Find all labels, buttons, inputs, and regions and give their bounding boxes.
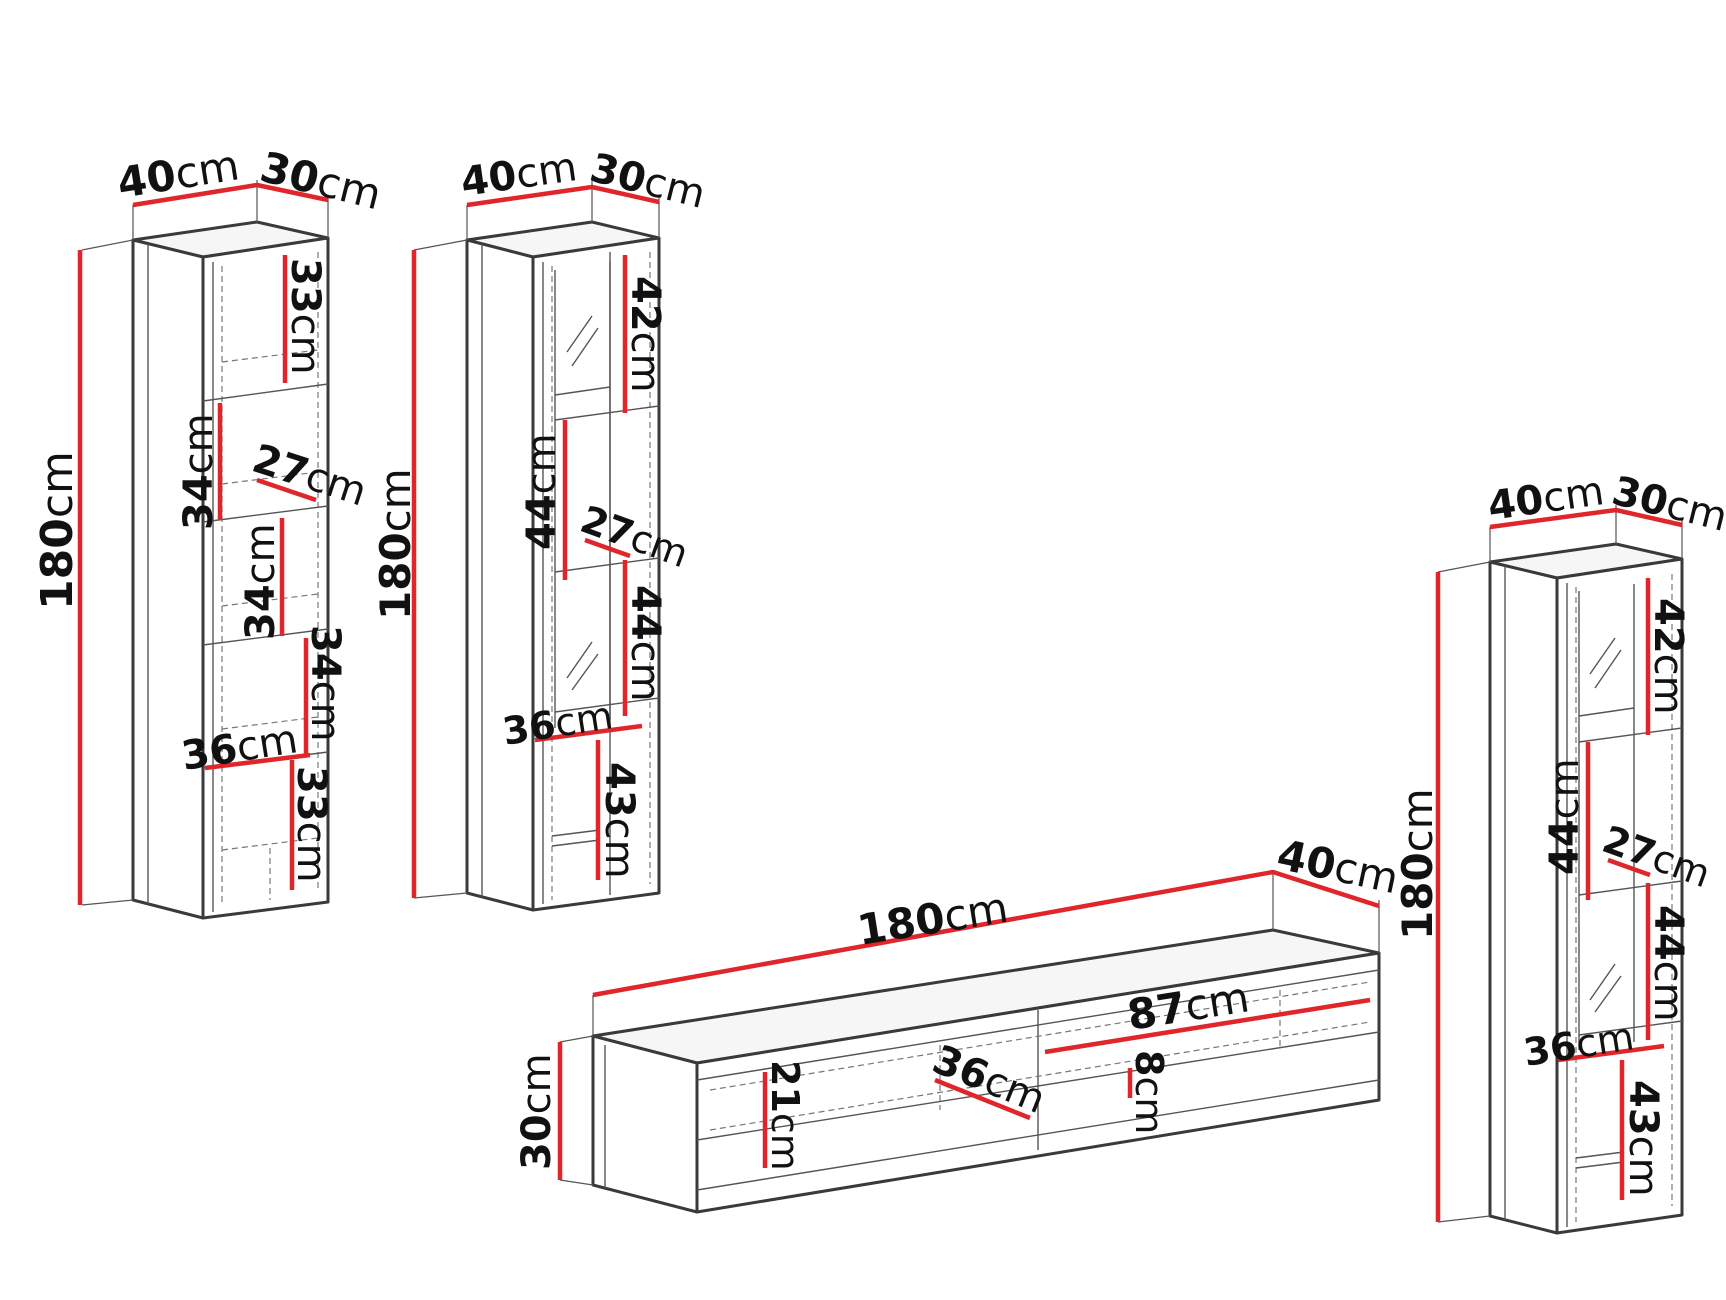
- label-u1-height: 180cm: [32, 451, 83, 610]
- dimension-lines-unit-3: [1435, 505, 1683, 1223]
- label-u1-shelf4: 34cm: [302, 625, 348, 742]
- label-u1-shelf2: 34cm: [176, 413, 222, 530]
- label-tv-height: 30cm: [514, 1053, 560, 1170]
- label-tv-length: 180cm: [854, 883, 1011, 955]
- label-u1-shelf3: 34cm: [238, 523, 284, 640]
- label-u3-glass1: 42cm: [1645, 598, 1691, 715]
- tv-cabinet: [591, 928, 1381, 1214]
- label-u3-glass2: 44cm: [1542, 758, 1588, 875]
- label-u2-glass3: 44cm: [622, 585, 668, 702]
- label-u3-width: 36cm: [1521, 1014, 1637, 1075]
- label-u1-width: 36cm: [178, 716, 300, 780]
- label-u2-height: 180cm: [371, 468, 420, 620]
- label-u2-width: 36cm: [500, 693, 616, 754]
- label-u3-glass3: 44cm: [1645, 905, 1691, 1022]
- label-u3-height: 180cm: [1393, 788, 1442, 940]
- cabinet-glass-door-right: [1488, 542, 1684, 1235]
- cabinet-glass-door: [465, 220, 661, 912]
- label-tv-drawer-h: 8cm: [1127, 1050, 1171, 1134]
- label-u2-glass1: 42cm: [622, 276, 668, 393]
- dimension-lines-unit-1: [77, 180, 329, 906]
- label-u1-shelf1: 33cm: [282, 258, 328, 375]
- label-tv-niche-h: 21cm: [763, 1060, 807, 1171]
- label-u2-glass2: 44cm: [519, 433, 565, 550]
- dimension-lines-unit-2: [411, 180, 660, 899]
- label-u1-shelf5: 33cm: [288, 766, 334, 883]
- label-u1-depth-main: 40cm: [114, 140, 243, 208]
- label-u3-depth-main: 40cm: [1485, 468, 1607, 530]
- label-u2-depth-main: 40cm: [458, 144, 580, 206]
- label-u3-bottom: 43cm: [1620, 1080, 1666, 1197]
- label-u2-depth-side: 30cm: [586, 145, 710, 218]
- cabinet-open-shelves: [131, 220, 330, 920]
- label-u2-bottom: 43cm: [596, 762, 642, 879]
- dimension-lines-tv-cabinet: [557, 869, 1380, 1186]
- label-tv-drawer-width: 87cm: [1124, 972, 1253, 1040]
- label-u1-depth-side: 30cm: [256, 142, 387, 219]
- label-u3-depth-side: 30cm: [1608, 468, 1726, 541]
